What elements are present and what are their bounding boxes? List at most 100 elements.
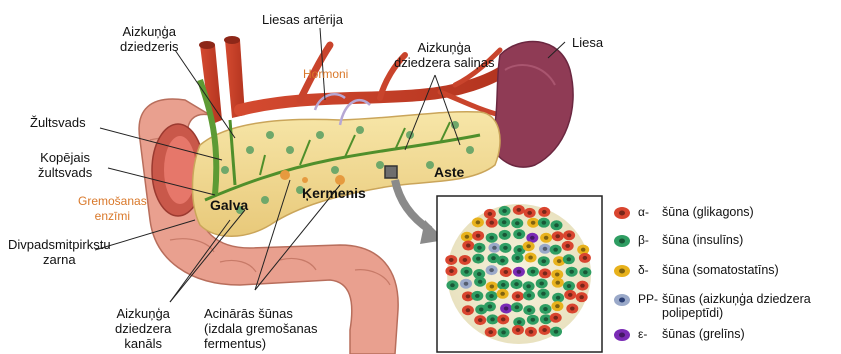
islet-cell-nucleus <box>466 244 471 248</box>
islet-cell-nucleus <box>526 244 531 248</box>
islet-cell-nucleus <box>517 320 522 324</box>
islet-cell-nucleus <box>579 295 584 299</box>
label-islets: Aizkuņģa dziedzera saliņas <box>394 40 494 70</box>
islet-cell-nucleus <box>539 281 544 285</box>
islet-cell-nucleus <box>542 221 547 225</box>
islet-cell-nucleus <box>569 270 574 274</box>
label-pancreatic-duct: Aizkuņģa dziedzera kanāls <box>115 306 171 351</box>
islet-cell-nucleus <box>476 220 481 224</box>
islet-cell-nucleus <box>542 210 547 214</box>
pp-cell-icon <box>612 292 632 308</box>
islet-cell-nucleus <box>479 308 484 312</box>
islet-cell-nucleus <box>503 246 508 250</box>
islet-cell-nucleus <box>490 284 495 288</box>
islet-cell-nucleus <box>517 248 522 252</box>
islet-cell-nucleus <box>555 272 560 276</box>
legend-text: šūnas (aizkuņģa dziedzera polipeptīdi) <box>662 292 811 320</box>
islet-cell-nucleus <box>501 317 506 321</box>
legend-item: β-šūna (insulīns) <box>612 233 743 253</box>
islet-cell-nucleus <box>515 221 520 225</box>
islet-cell-nucleus <box>557 259 562 263</box>
islet-cell-nucleus <box>500 259 505 263</box>
islet-cell-nucleus <box>475 294 480 298</box>
islet-cell-nucleus <box>568 293 573 297</box>
legend-text: šūna (glikagons) <box>662 205 754 219</box>
islet-cell-nucleus <box>500 292 505 296</box>
islet-cell-nucleus <box>515 305 520 309</box>
islet-cell-nucleus <box>464 270 469 274</box>
legend-item: α-šūna (glikagons) <box>612 205 754 225</box>
legend-code: α- <box>638 205 662 219</box>
epsilon-cell-icon <box>612 327 632 343</box>
islet-cell-nucleus <box>463 258 468 262</box>
islet-cell-nucleus <box>489 268 494 272</box>
islet-cell-nucleus <box>580 284 585 288</box>
label-pancreas-gland: Aizkuņģa dziedzeris <box>120 24 179 54</box>
islet-cell-nucleus <box>449 269 454 273</box>
islet-cell-nucleus <box>543 271 548 275</box>
label-tail: Aste <box>434 165 464 180</box>
islet-cell-nucleus <box>517 270 522 274</box>
islet-cell-nucleus <box>465 235 470 239</box>
islet-cell-nucleus <box>542 328 547 332</box>
islet-cell-nucleus <box>530 236 535 240</box>
islet-cell-nucleus <box>543 247 548 251</box>
islet-cell-nucleus <box>492 246 497 250</box>
islet-cell-nucleus <box>489 221 494 225</box>
islet-cell-nucleus <box>501 330 506 334</box>
label-acinar-cells: Acinārās šūnas (izdala gremošanas fermen… <box>204 306 317 351</box>
label-hormones: Hormoni <box>303 67 348 82</box>
islet-cell-nucleus <box>515 294 520 298</box>
islet-cell-nucleus <box>531 270 536 274</box>
islet-cell-nucleus <box>514 282 519 286</box>
islet-cell-nucleus <box>491 256 496 260</box>
islet-cell-nucleus <box>490 317 495 321</box>
islet-cell-nucleus <box>531 221 536 225</box>
islet-cell-nucleus <box>450 283 455 287</box>
label-spleen: Liesa <box>572 35 603 50</box>
islet-cell-nucleus <box>567 284 572 288</box>
islet-cell-nucleus <box>502 209 507 213</box>
islet-cell-nucleus <box>555 281 560 285</box>
islet-cell-nucleus <box>488 212 493 216</box>
islet-cell-nucleus <box>553 248 558 252</box>
label-body: Ķermenis <box>302 186 366 201</box>
legend-item: ε-šūnas (grelīns) <box>612 327 745 347</box>
islet-cell-nucleus <box>567 257 572 261</box>
islet-cell-nucleus <box>555 304 560 308</box>
islet-cell-nucleus <box>543 307 548 311</box>
islet-cell-nucleus <box>541 259 546 263</box>
islet-cell-nucleus <box>489 236 494 240</box>
islet-cell-nucleus <box>466 294 471 298</box>
islet-cell-nucleus <box>544 236 549 240</box>
legend-code: PP- <box>638 292 662 306</box>
islet-cell-nucleus <box>488 305 493 309</box>
islet-cell-nucleus <box>515 256 520 260</box>
islet-cell-nucleus <box>517 232 522 236</box>
islet-cell-nucleus <box>502 233 507 237</box>
islet-cell-nucleus <box>477 246 482 250</box>
islet-cell-nucleus <box>502 220 507 224</box>
islet-cell-nucleus <box>527 211 532 215</box>
islet-cell-nucleus <box>478 318 483 322</box>
label-digestive-enzymes: Gremošanas enzīmi <box>78 194 147 224</box>
label-head: Galva <box>210 198 248 213</box>
islet-cell-nucleus <box>526 284 531 288</box>
islet-cell-nucleus <box>477 272 482 276</box>
islet-cell-nucleus <box>583 256 588 260</box>
legend-code: δ- <box>638 263 662 277</box>
islet-cell-nucleus <box>466 308 471 312</box>
islet-cell-nucleus <box>555 234 560 238</box>
islet-cell-nucleus <box>476 234 481 238</box>
islet-cell-nucleus <box>464 282 469 286</box>
islet-cell-nucleus <box>489 294 494 298</box>
islet-cell-nucleus <box>488 330 493 334</box>
legend-text: šūnas (grelīns) <box>662 327 745 341</box>
islet-cell-nucleus <box>449 258 454 262</box>
islet-cell-nucleus <box>527 308 532 312</box>
legend-text: šūna (somatostatīns) <box>662 263 779 277</box>
label-common-bile-duct: Kopējais žultsvads <box>38 150 92 180</box>
label-duodenum: Divpadsmitpirkstu zarna <box>8 237 111 267</box>
islet-cell-nucleus <box>504 270 509 274</box>
legend-text: šūna (insulīns) <box>662 233 743 247</box>
